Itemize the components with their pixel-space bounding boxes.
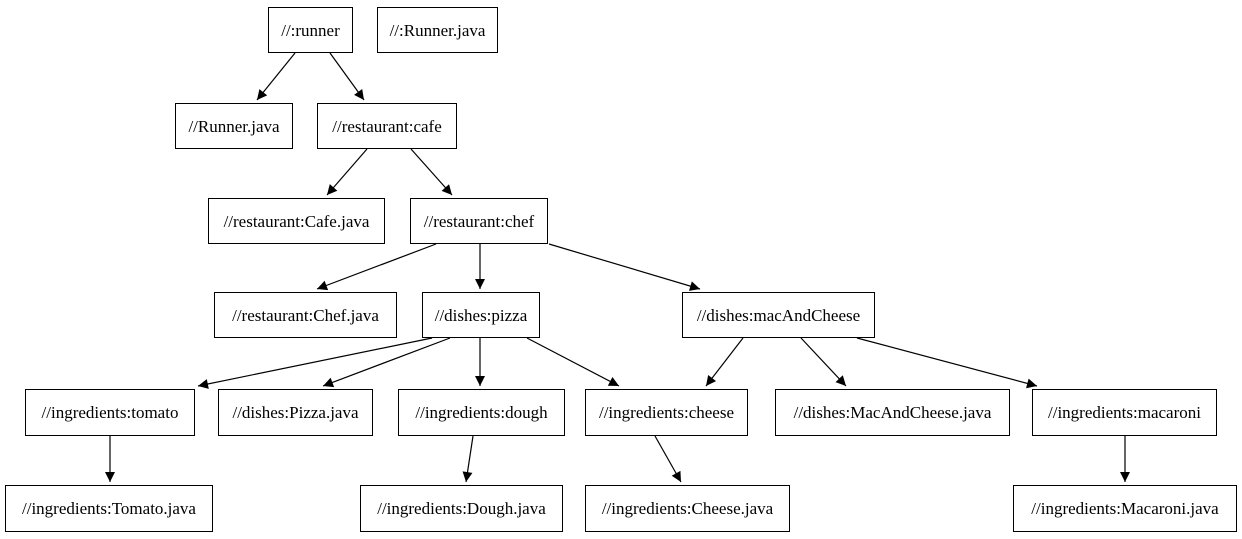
- graph-node-dough-java: //ingredients:Dough.java: [360, 485, 563, 532]
- graph-node-tomato: //ingredients:tomato: [25, 389, 195, 436]
- graph-node-cheese-java: //ingredients:Cheese.java: [585, 485, 790, 532]
- graph-node-tomato-java: //ingredients:Tomato.java: [5, 485, 213, 532]
- edge-mac-to-macaroni: [856, 337, 1038, 389]
- edge-dough-to-dough-java: [462, 435, 474, 483]
- graph-node-mac: //dishes:macAndCheese: [682, 292, 875, 338]
- edge-cheese-to-cheese-java: [654, 435, 682, 483]
- edge-pizza-to-pizza-java: [322, 337, 451, 388]
- graph-node-macaroni: //ingredients:macaroni: [1032, 389, 1217, 436]
- graph-node-macaroni-java: //ingredients:Macaroni.java: [1013, 485, 1237, 532]
- edge-cafe-to-chef: [410, 148, 453, 196]
- edge-mac-to-cheese: [705, 337, 744, 387]
- graph-node-chef: //restaurant:chef: [410, 198, 548, 244]
- edge-pizza-to-cheese: [526, 337, 620, 387]
- graph-node-runner: //:runner: [268, 7, 353, 53]
- graph-node-pizza: //dishes:pizza: [422, 292, 540, 338]
- graph-node-cafe-java: //restaurant:Cafe.java: [208, 198, 385, 244]
- edge-pizza-to-tomato: [197, 337, 433, 389]
- graph-node-runner-java-top: //:Runner.java: [377, 7, 498, 53]
- graph-node-cafe: //restaurant:cafe: [317, 103, 457, 149]
- graph-node-mac-java: //dishes:MacAndCheese.java: [775, 389, 1010, 436]
- edge-chef-to-mac: [548, 243, 701, 291]
- graph-node-runner-java: //Runner.java: [175, 103, 293, 149]
- edge-mac-to-mac-java: [800, 337, 847, 387]
- edge-cafe-to-cafe-java: [326, 148, 368, 196]
- graph-node-pizza-java: //dishes:Pizza.java: [218, 389, 373, 436]
- graph-node-cheese: //ingredients:cheese: [585, 389, 748, 436]
- graph-node-dough: //ingredients:dough: [398, 389, 565, 436]
- edge-runner-to-runner-java: [256, 52, 296, 101]
- edge-chef-to-chef-java: [316, 243, 437, 291]
- edge-runner-to-cafe: [329, 52, 365, 101]
- graph-node-chef-java: //restaurant:Chef.java: [214, 292, 397, 338]
